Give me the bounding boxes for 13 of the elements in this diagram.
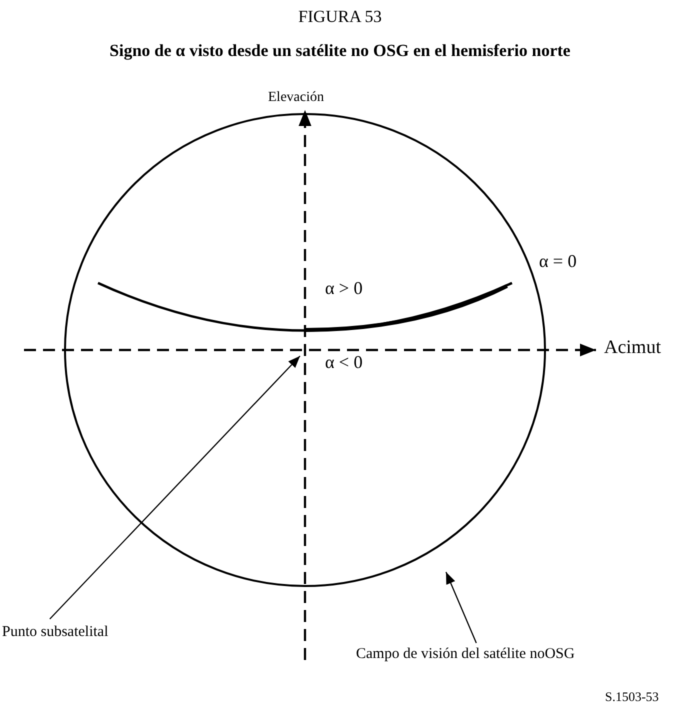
leader-line <box>49 356 300 620</box>
axis-label: Elevación <box>268 90 324 106</box>
leader-line <box>445 572 477 644</box>
callout-text: Punto subsatelital <box>2 624 108 640</box>
region-label: α < 0 <box>325 353 363 373</box>
figure-title: Signo de α visto desde un satélite no OSG en el hemisferio norte <box>108 42 572 61</box>
curve-label: α = 0 <box>539 252 577 272</box>
region-label: α > 0 <box>325 279 363 299</box>
field-of-view-circle <box>63 112 547 588</box>
figure-number: FIGURA 53 <box>297 8 383 27</box>
callout-text: Campo de visión del satélite noOSG <box>356 646 575 662</box>
document-reference: S.1503-53 <box>605 690 659 704</box>
axis-label: Acimut <box>604 338 661 359</box>
